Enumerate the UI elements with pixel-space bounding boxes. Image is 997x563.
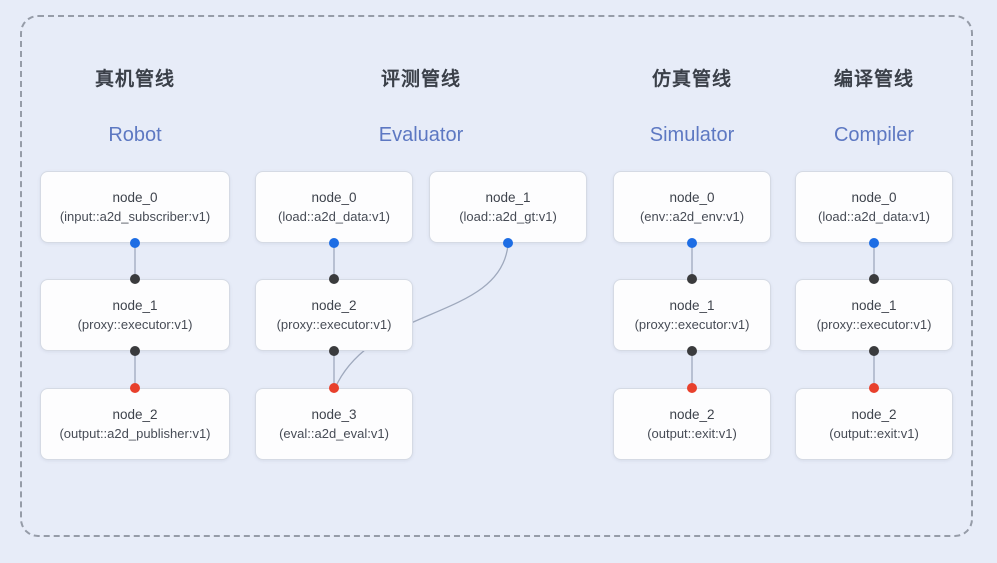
node-name: node_2	[112, 406, 158, 422]
port-output-dot	[687, 346, 697, 356]
node-impl: (env::a2d_env:v1)	[639, 208, 745, 224]
port-input-dot	[329, 274, 339, 284]
node-name: node_1	[669, 297, 715, 313]
node-name: node_3	[311, 406, 357, 422]
pipeline-title-en-robot: Robot	[108, 124, 162, 146]
port-output-dot	[130, 238, 140, 248]
port-sink-dot	[329, 383, 339, 393]
node-box-compiler-node1: node_1 (proxy::executor:v1)	[795, 279, 953, 351]
node-impl: (proxy::executor:v1)	[634, 316, 750, 332]
node-name: node_1	[112, 297, 158, 313]
node-box-compiler-node2: node_2 (output::exit:v1)	[795, 388, 953, 460]
port-output-dot	[503, 238, 513, 248]
node-impl: (output::exit:v1)	[829, 425, 919, 441]
node-box-robot-node1: node_1 (proxy::executor:v1)	[40, 279, 230, 351]
node-impl: (eval::a2d_eval:v1)	[279, 425, 389, 441]
port-output-dot	[130, 346, 140, 356]
node-name: node_2	[669, 406, 715, 422]
node-box-simulator-node0: node_0 (env::a2d_env:v1)	[613, 171, 771, 243]
port-output-dot	[869, 238, 879, 248]
node-name: node_2	[311, 297, 357, 313]
node-box-compiler-node0: node_0 (load::a2d_data:v1)	[795, 171, 953, 243]
node-box-robot-node2: node_2 (output::a2d_publisher:v1)	[40, 388, 230, 460]
node-impl: (input::a2d_subscriber:v1)	[59, 208, 211, 224]
node-impl: (output::a2d_publisher:v1)	[59, 425, 211, 441]
node-box-evaluator-node0: node_0 (load::a2d_data:v1)	[255, 171, 413, 243]
port-sink-dot	[130, 383, 140, 393]
pipeline-title-en-simulator: Simulator	[649, 124, 735, 146]
node-name: node_0	[112, 189, 158, 205]
pipeline-title-zh-robot: 真机管线	[94, 69, 176, 90]
dashed-border-frame	[20, 15, 973, 537]
node-impl: (proxy::executor:v1)	[816, 316, 932, 332]
node-box-evaluator-node2: node_2 (proxy::executor:v1)	[255, 279, 413, 351]
node-name: node_1	[485, 189, 531, 205]
node-impl: (load::a2d_gt:v1)	[459, 208, 557, 224]
port-input-dot	[687, 274, 697, 284]
port-input-dot	[869, 274, 879, 284]
node-box-robot-node0: node_0 (input::a2d_subscriber:v1)	[40, 171, 230, 243]
node-box-simulator-node1: node_1 (proxy::executor:v1)	[613, 279, 771, 351]
node-impl: (load::a2d_data:v1)	[277, 208, 391, 224]
pipeline-title-en-compiler: Compiler	[833, 124, 915, 146]
node-box-simulator-node2: node_2 (output::exit:v1)	[613, 388, 771, 460]
port-sink-dot	[869, 383, 879, 393]
port-output-dot	[329, 346, 339, 356]
port-output-dot	[329, 238, 339, 248]
node-name: node_0	[851, 189, 897, 205]
port-output-dot	[869, 346, 879, 356]
pipeline-title-en-evaluator: Evaluator	[378, 124, 464, 146]
node-name: node_0	[669, 189, 715, 205]
port-sink-dot	[687, 383, 697, 393]
pipeline-title-zh-compiler: 编译管线	[833, 69, 915, 90]
port-input-dot	[130, 274, 140, 284]
node-name: node_1	[851, 297, 897, 313]
port-output-dot	[687, 238, 697, 248]
pipeline-title-zh-simulator: 仿真管线	[651, 69, 733, 90]
node-impl: (proxy::executor:v1)	[77, 316, 193, 332]
node-impl: (proxy::executor:v1)	[276, 316, 392, 332]
node-name: node_0	[311, 189, 357, 205]
node-box-evaluator-node1: node_1 (load::a2d_gt:v1)	[429, 171, 587, 243]
node-name: node_2	[851, 406, 897, 422]
edge-eval-1-3-curve	[335, 244, 509, 387]
node-impl: (load::a2d_data:v1)	[817, 208, 931, 224]
node-impl: (output::exit:v1)	[647, 425, 737, 441]
node-box-evaluator-node3: node_3 (eval::a2d_eval:v1)	[255, 388, 413, 460]
pipeline-title-zh-evaluator: 评测管线	[380, 69, 462, 90]
